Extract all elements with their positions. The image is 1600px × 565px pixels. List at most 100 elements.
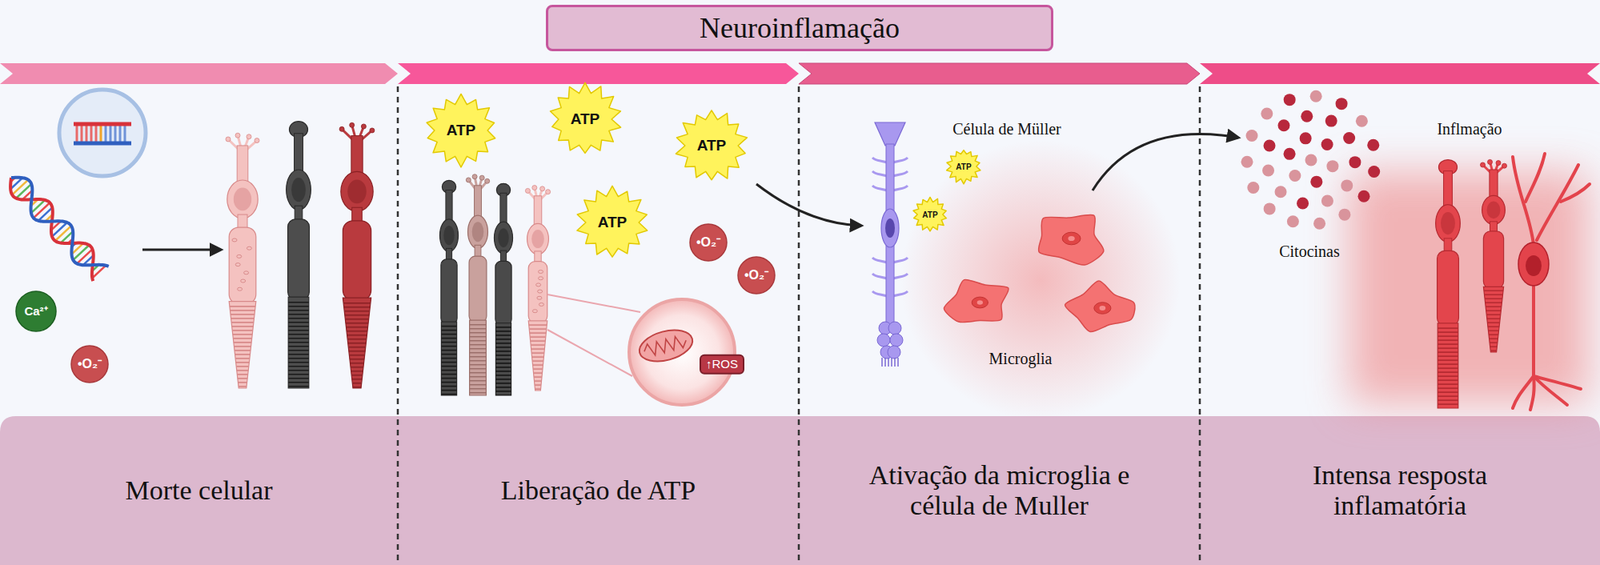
cone-photoreceptor-part [340,386,374,389]
cytokine-dots-part [1263,139,1276,152]
dna-magnifier-part [90,124,93,143]
leader-line-part [547,294,641,313]
rod-photoreceptor-part [285,313,312,316]
dying-photoreceptor-part [226,365,259,368]
rod-photoreceptor-part [285,349,312,352]
cytokine-dots-part [1367,139,1380,152]
rod-photoreceptor-part [1435,367,1461,369]
molecule-label: Ca²⁺ [24,304,48,319]
muller-cell [872,122,908,367]
rod-photoreceptor-part [285,302,312,387]
stage-chevrons-part [798,63,1200,85]
dying-photoreceptor-part [467,368,489,370]
cone-photoreceptor-part [340,362,374,365]
dying-photoreceptor-part [467,380,489,382]
cone-photoreceptor-part [1502,163,1508,169]
leader-line-part [547,329,633,377]
cone-photoreceptor-part [1481,309,1506,312]
rod-photoreceptor-part [439,326,459,395]
dying-photoreceptor-part [468,215,489,249]
dna-magnifier-part [100,124,103,143]
dying-photoreceptor-part [533,196,542,227]
dying-photoreceptor-part [526,356,550,358]
muller-cell-part [885,218,895,238]
microglia-cells-part [1094,302,1111,314]
cone-photoreceptor-part [1480,162,1486,168]
dna-magnifier-part [124,124,127,143]
rod-photoreceptor [493,183,514,396]
dying-photoreceptor-part [467,376,489,378]
cone-photoreceptor-part [1481,301,1506,304]
rod-photoreceptor-part [493,374,514,377]
rod-photoreceptor-part [1437,250,1460,326]
cone-photoreceptor-part [1481,297,1506,300]
rod-photoreceptor [1435,160,1461,409]
cytokine-dots-part [1348,156,1361,169]
microglia-cells-part [977,300,983,305]
cone-photoreceptor-part [1481,305,1506,308]
dna-helix-part [55,225,72,241]
dying-photoreceptor-part [235,263,241,267]
dying-photoreceptor-part [467,392,489,394]
cone-photoreceptor-part [1480,159,1508,353]
rod-photoreceptor-part [1435,335,1461,337]
cone-photoreceptor-part [351,136,363,177]
dying-photoreceptor-part [532,309,538,313]
dying-photoreceptor-part [465,177,471,183]
panel-atp-release [439,174,862,406]
title-box: Neuroinflamação [545,4,1054,52]
dying-photoreceptor-part [526,360,550,362]
dna-helix-part [76,248,93,264]
dying-photoreceptor [225,132,260,389]
cytokine-dots-part [1305,154,1318,167]
dying-photoreceptor-part [226,337,259,340]
stage-label: Intensa resposta inflamatória [1247,460,1552,522]
dying-photoreceptor-part [526,368,550,370]
muller-cell-part [894,357,896,367]
cone-photoreceptor-part [1481,341,1506,344]
cone-photoreceptor-part [340,342,374,345]
dying-photoreceptor-part [467,324,489,393]
dying-photoreceptor-part [226,329,259,332]
rod-photoreceptor-part [443,225,454,245]
rod-photoreceptor-part [285,325,312,328]
cytokine-dots-part [1300,110,1313,123]
dying-photoreceptor-part [226,345,259,348]
leader-line [547,294,641,377]
rod-photoreceptor-part [291,177,306,202]
panel-separators-part [1198,86,1202,561]
dying-photoreceptor-part [467,344,489,346]
dying-photoreceptor-part [467,352,489,354]
rod-photoreceptor-part [285,377,312,380]
cytokine-dots-part [1358,190,1371,203]
dying-photoreceptor-part [469,256,487,323]
dying-photoreceptor-part [526,364,550,366]
stage-label: Ativação da microglia e célula de Muller [847,460,1152,522]
rod-photoreceptor-part [1435,339,1461,341]
muller-cell-part [890,357,893,367]
cone-photoreceptor-part [340,346,374,349]
dying-photoreceptor-part [232,238,237,242]
molecule-label: ATP [955,162,971,172]
rod-photoreceptor-part [439,365,459,368]
cone-photoreceptor-part [1495,160,1501,166]
dying-photoreceptor-part [467,356,489,358]
dying-photoreceptor-part [225,132,260,389]
muller-cell-part [887,357,890,367]
arrow [1092,134,1239,191]
dying-photoreceptor-part [226,333,259,336]
muller-cell-part [884,357,887,367]
cytokine-dots-part [1283,93,1296,106]
cone-photoreceptor-part [340,350,374,353]
dying-photoreceptor-part [526,340,550,342]
cone-photoreceptor-part [340,302,374,305]
rod-photoreceptor-part [439,329,459,332]
rod-photoreceptor-part [285,365,312,368]
cytokine-dots-part [1260,108,1273,121]
cone-photoreceptor-part [1487,159,1493,165]
dying-photoreceptor-part [226,377,259,380]
rod-photoreceptor-part [285,341,312,344]
rod-photoreceptor-part [493,327,514,396]
